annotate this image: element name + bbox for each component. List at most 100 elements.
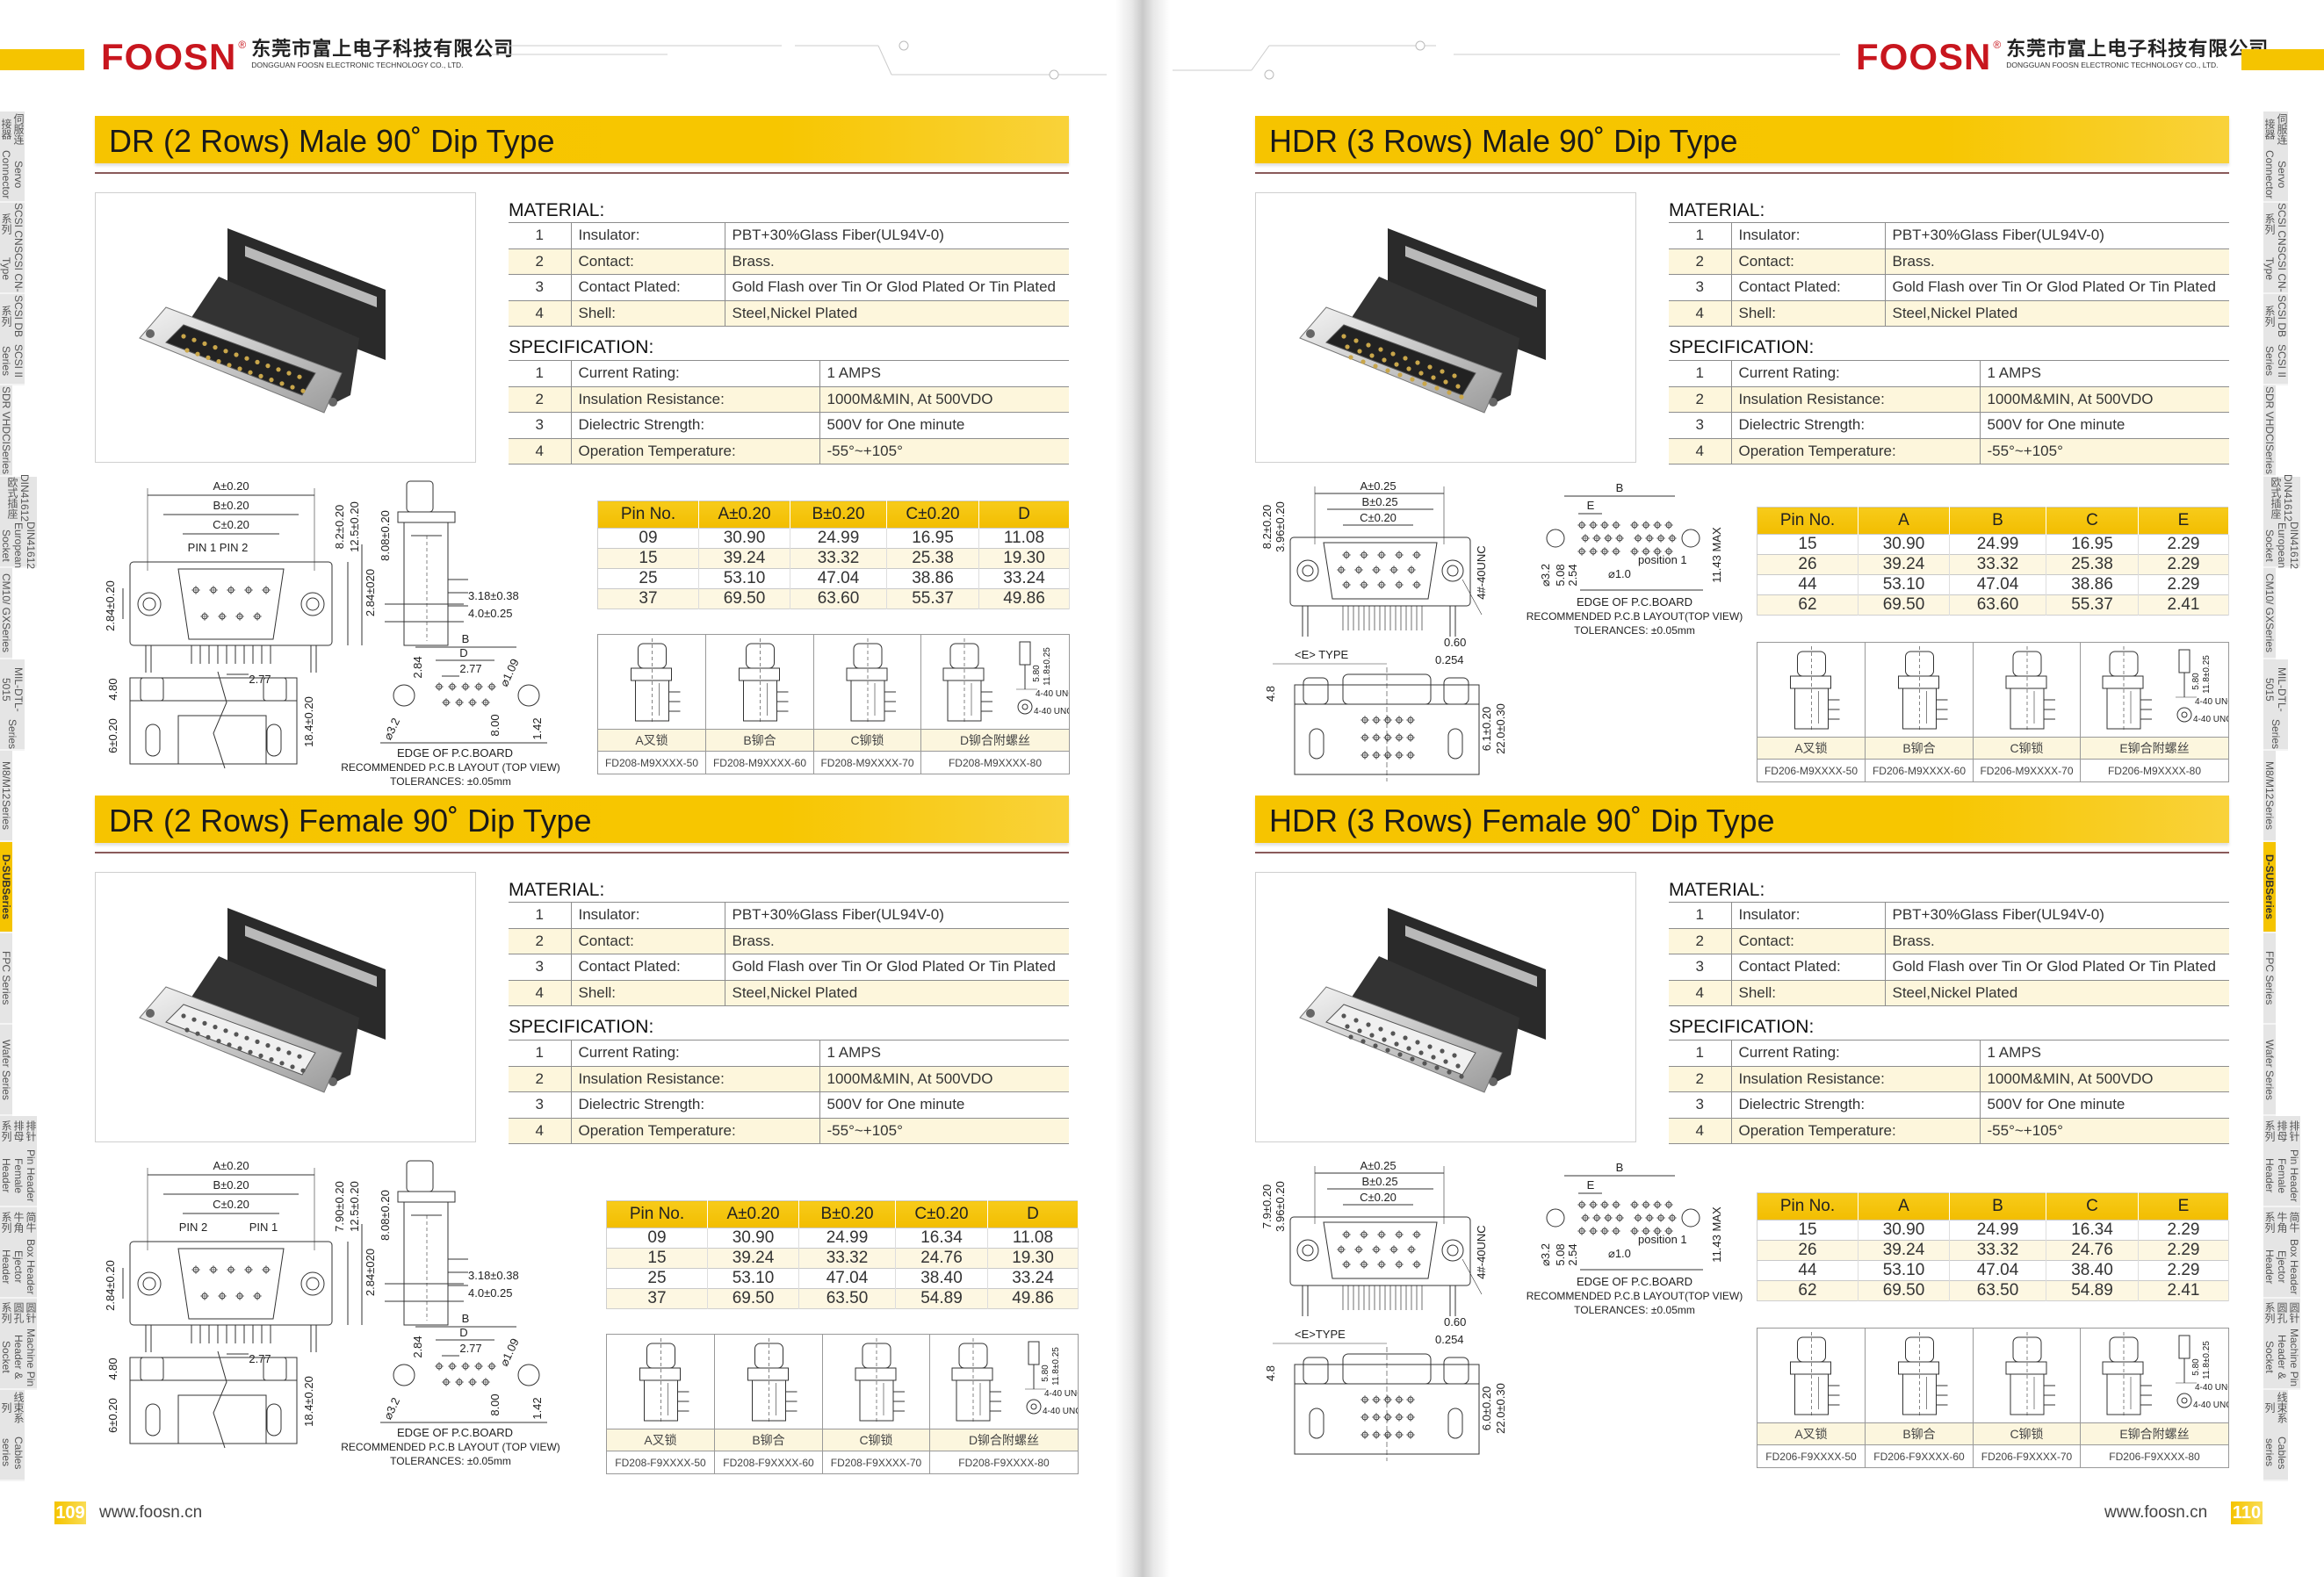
website-link[interactable]: www.foosn.cn <box>99 1503 203 1522</box>
contact <box>1353 1018 1359 1023</box>
drawing-circle <box>1302 1244 1314 1257</box>
mounting-variant-drawing <box>1897 646 1947 731</box>
side-tab-label-cn: 圆针圆孔系列 <box>0 1301 37 1323</box>
connector-rear-pins <box>245 925 377 987</box>
contact <box>1431 1055 1436 1060</box>
dimension-cell: 15 <box>1757 534 1858 555</box>
drawing-circle <box>300 1271 325 1296</box>
side-tab-label-en: Pin Header Female Header <box>2263 1149 2300 1202</box>
material-property: Shell: <box>570 299 725 327</box>
dimension-label: ⌀3.2 <box>381 716 403 742</box>
dimension-cell: 38.40 <box>2046 1260 2139 1281</box>
dimension-label: RECOMMENDED P.C.B LAYOUT(TOP VIEW) <box>1526 610 1743 623</box>
material-value: PBT+30%Glass Fiber(UL94V-0) <box>1884 902 2229 929</box>
contact <box>1394 1041 1399 1047</box>
drawing-circle <box>2176 1393 2191 1408</box>
dimension-label: RECOMMENDED P.C.B LAYOUT (TOP VIEW) <box>341 1441 560 1453</box>
dimension-label: 11.8±0.25 <box>2202 655 2212 694</box>
drawing-circle <box>137 592 162 616</box>
material-property: Contact: <box>570 248 725 275</box>
side-tab-label-en: Series <box>2263 623 2276 653</box>
contact <box>1447 1069 1452 1075</box>
row-number: 1 <box>1669 1040 1731 1067</box>
dimension-label: 2.77 <box>249 673 271 686</box>
dimension-cell: 62 <box>1757 594 1858 616</box>
material-value: PBT+30%Glass Fiber(UL94V-0) <box>724 902 1069 929</box>
side-tab[interactable]: Wafer Series <box>2263 1025 2276 1116</box>
spec-property: Operation Temperature: <box>570 437 819 464</box>
row-number: 4 <box>1669 437 1731 464</box>
contact <box>290 1064 295 1069</box>
section-title-bar: DR (2 Rows) Male 90˚ Dip Type <box>95 116 1069 163</box>
drawing-outline <box>140 677 164 702</box>
drawing-circle <box>1546 1208 1565 1228</box>
side-tab[interactable]: Wafer Series <box>0 1025 12 1116</box>
material-value: PBT+30%Glass Fiber(UL94V-0) <box>1884 222 2229 249</box>
drawing-outline <box>1303 677 1329 705</box>
variant-label: D铆合附螺丝 <box>920 729 1070 752</box>
side-tab[interactable]: FPC Series <box>0 933 12 1025</box>
drawing-circle <box>300 592 325 616</box>
d-shell-outline <box>177 568 285 640</box>
dimension-label: 4#-40UNC <box>1475 545 1488 599</box>
spec-property: Insulation Resistance: <box>570 1065 819 1092</box>
row-number: 1 <box>509 902 571 929</box>
dimension-label: 4-40 UNC <box>2195 1383 2228 1393</box>
dimension-cell: 2.29 <box>2138 1260 2229 1281</box>
section-title: DR (2 Rows) Female 90˚ Dip Type <box>109 803 592 839</box>
dimension-label: 0.254 <box>1435 1333 1464 1346</box>
contact <box>1345 1024 1350 1029</box>
drawing-circle <box>306 1277 320 1291</box>
title-underline <box>1255 852 2229 853</box>
mounting-variant-table: 11.8±0.255.804-40 UNC4-40 UNCA叉锁B铆合C铆锁E铆… <box>1757 642 2234 782</box>
dimension-label: 5.08 <box>1554 564 1567 586</box>
website-link[interactable]: www.foosn.cn <box>2104 1503 2208 1522</box>
variant-part-number: FD206-F9XXXX-70 <box>1973 1444 2081 1468</box>
drawing-outline <box>738 667 780 681</box>
contact <box>1422 1061 1427 1066</box>
mounting-variant-drawing <box>1789 646 1839 731</box>
contact <box>297 1054 302 1059</box>
variant-label: A叉锁 <box>597 729 706 752</box>
mounting-variant-drawing: 11.8±0.255.804-40 UNC4-40 UNC <box>2102 646 2234 731</box>
logo-registered: ® <box>1993 39 2002 51</box>
dimension-label: 11.43 MAX <box>1710 527 1723 583</box>
contact <box>216 359 221 364</box>
side-tab[interactable]: FPC Series <box>2263 933 2276 1025</box>
contact <box>1415 360 1420 365</box>
dimension-label: B <box>462 632 470 645</box>
spec-property: Dielectric Strength: <box>1730 412 1980 439</box>
dimension-label: 12.5±0.20 <box>348 1181 361 1232</box>
spec-property: Current Rating: <box>570 360 819 387</box>
drawing-outline <box>177 715 267 765</box>
dimension-label: 3.96±0.20 <box>1274 501 1287 552</box>
